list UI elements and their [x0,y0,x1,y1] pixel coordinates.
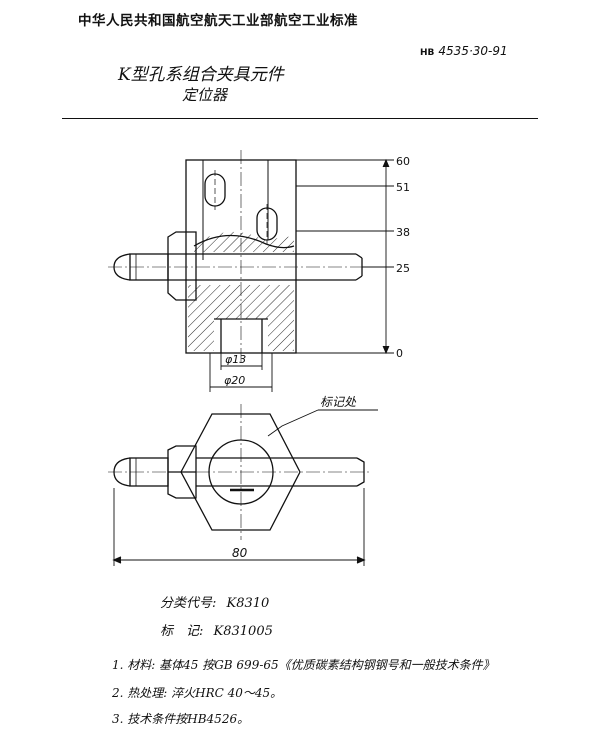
marking-designation: 标 记: K831005 [160,620,273,639]
marking-label: 标记处 [320,395,357,409]
header-rule [62,118,538,119]
height-mark-25: 25 [396,262,410,275]
note-heat-treatment: 2. 热处理: 淬火HRC 40～45。 [112,686,283,700]
hex-body [180,413,301,531]
note-technical-conditions: 3. 技术条件按HB4526。 [112,712,250,726]
nut-top [167,445,197,499]
note-material: 1. 材料: 基体45 按GB 699-65《优质碳素结构钢钢号和一般技术条件》 [112,658,495,672]
classification-code-value: K8310 [226,596,270,611]
document-title: K型孔系组合夹具元件 [118,65,284,85]
height-mark-0: 0 [396,347,403,360]
marking-designation-label: 标 记: [160,624,204,639]
standard-number-value: 4535·30-91 [438,44,508,58]
height-mark-60: 60 [396,155,410,168]
issuing-organization: 中华人民共和国航空航天工业部航空工业标准 [78,13,358,29]
dia-small-label: φ13 [225,353,246,366]
height-dimensions [296,158,394,355]
document-subtitle: 定位器 [182,86,228,104]
classification-code-label: 分类代号: [160,596,217,611]
width-dimension-label: 80 [232,546,248,560]
marking-designation-value: K831005 [213,624,273,639]
classification-code: 分类代号: K8310 [160,592,269,611]
height-mark-38: 38 [396,226,410,239]
diameter-dimensions [209,353,273,392]
top-view [108,404,378,566]
nut-front [167,231,197,301]
standard-prefix: HB [420,48,435,58]
height-mark-51: 51 [396,181,410,194]
dia-large-label: φ20 [224,374,245,387]
front-view [108,150,372,362]
